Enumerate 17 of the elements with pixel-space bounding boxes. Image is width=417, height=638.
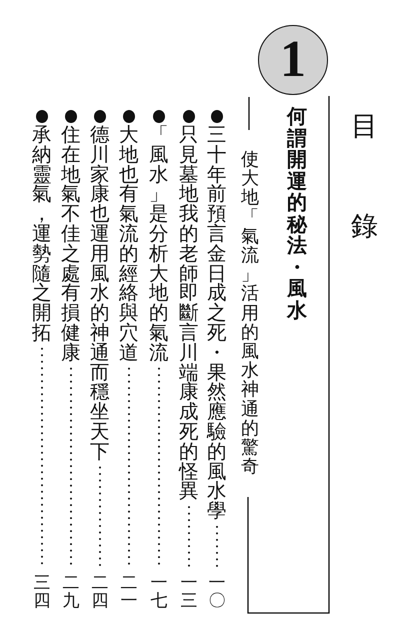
page-number: 二九: [62, 574, 80, 610]
entry-title: 三十年前預言金日成之死・果然應驗的風水學: [207, 125, 226, 521]
entry-title: 只見墓地我的老師即斷言川端康成死的怪異: [179, 125, 198, 502]
entry-title: 承納靈氣，運勢隨之開拓: [32, 125, 52, 343]
page-number: 二四: [92, 574, 108, 610]
page-title: 目錄: [351, 110, 378, 244]
page-number: 二一: [120, 574, 138, 610]
page-number: 一三: [180, 574, 198, 610]
chapter-number-circle: 1: [258, 25, 328, 95]
entry-title: 大地也有氣流的經絡與穴道: [119, 125, 138, 363]
page-number: 一〇: [208, 574, 226, 610]
page-number: 一七: [150, 574, 168, 610]
page-number: 三四: [34, 574, 50, 610]
entry-title: 德川家康也運用風水的神通而穩坐天下: [90, 125, 110, 462]
entry-title: 住在地氣不佳之處有損健康: [61, 125, 80, 363]
entry-title: 「風水」是分析大地的氣流: [149, 125, 168, 363]
chapter-subtitle: 使大地「氣流」活用的風水神通的驚奇: [241, 150, 259, 476]
